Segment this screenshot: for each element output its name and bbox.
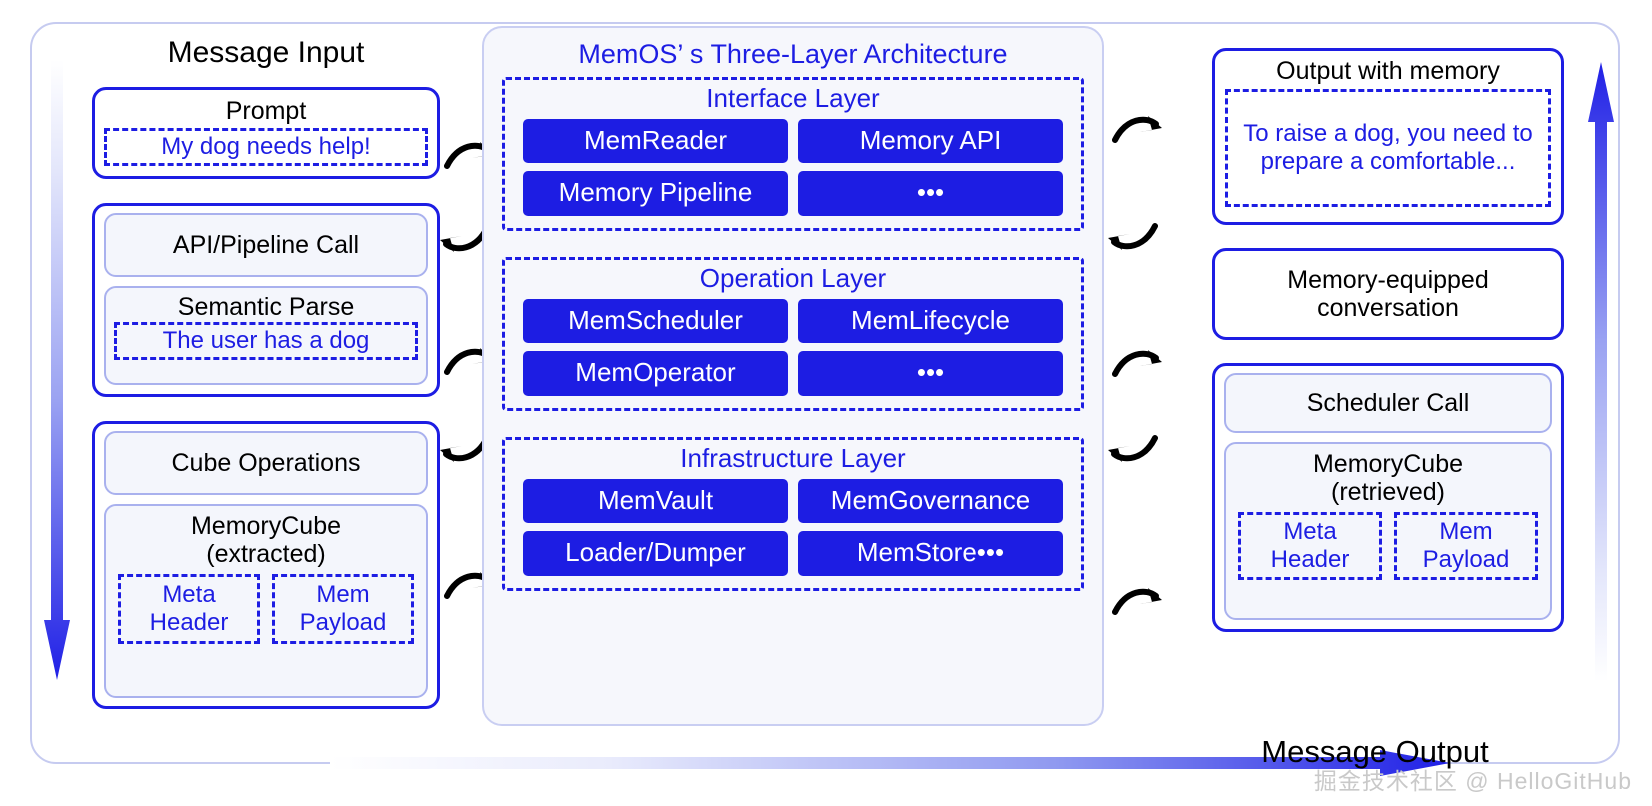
memorycube-retrieved-title-line2: (retrieved)	[1331, 478, 1445, 506]
interface-layer-box: Interface Layer MemReader Memory API Mem…	[502, 76, 1084, 231]
cube-operations-label: Cube Operations	[171, 449, 361, 477]
scheduler-call-label: Scheduler Call	[1306, 389, 1470, 417]
semantic-parse-card[interactable]: API/Pipeline Call Semantic Parse The use…	[92, 203, 440, 397]
chip-memreader[interactable]: MemReader	[523, 118, 788, 164]
chip-memvault[interactable]: MemVault	[523, 478, 788, 524]
cube-operations-card[interactable]: Cube Operations MemoryCube (extracted) M…	[92, 421, 440, 709]
semantic-parse-subcard[interactable]: Semantic Parse The user has a dog	[104, 286, 428, 385]
meta-header-box-extracted: Meta Header	[118, 574, 260, 644]
semantic-parse-content: The user has a dog	[114, 322, 418, 360]
chip-memory-api[interactable]: Memory API	[798, 118, 1063, 164]
memorycube-retrieved-title-line1: MemoryCube	[1312, 450, 1464, 478]
prompt-card[interactable]: Prompt My dog needs help!	[92, 87, 440, 179]
chip-operation-more[interactable]: •••	[798, 351, 1063, 396]
rightward-flow-arrow-icon	[330, 750, 1450, 776]
architecture-title: MemOS’ s Three-Layer Architecture	[578, 39, 1008, 69]
meta-header-retrieved-line2: Header	[1270, 545, 1350, 573]
cube-operations-subcard[interactable]: Cube Operations	[104, 431, 428, 495]
connector-arrow-operation-to-conversation	[1112, 344, 1166, 389]
memorycube-retrieved-parts: Meta Header Mem Payload	[1238, 512, 1538, 580]
connector-arrow-conversation-to-interface	[1104, 216, 1158, 261]
message-input-title: Message Input	[167, 36, 365, 69]
infrastructure-layer-name: Infrastructure Layer	[680, 442, 906, 473]
message-input-column: Message Input Prompt My dog needs help! …	[92, 36, 440, 709]
memory-equipped-conversation-line1: Memory-equipped	[1287, 266, 1489, 294]
chip-memgovernance[interactable]: MemGovernance	[798, 478, 1063, 524]
api-pipeline-call-subcard[interactable]: API/Pipeline Call	[104, 213, 428, 277]
chip-memstore[interactable]: MemStore•••	[798, 531, 1063, 576]
interface-layer-name: Interface Layer	[706, 82, 880, 113]
meta-header-line2: Header	[149, 608, 229, 636]
scheduler-call-subcard[interactable]: Scheduler Call	[1224, 373, 1552, 433]
chip-loader-dumper[interactable]: Loader/Dumper	[523, 531, 788, 576]
api-pipeline-call-label: API/Pipeline Call	[172, 231, 360, 259]
mem-payload-box-retrieved: Mem Payload	[1394, 512, 1538, 580]
memorycube-extracted-parts: Meta Header Mem Payload	[118, 574, 414, 644]
watermark: 掘金技术社区 @ HelloGitHub	[1313, 768, 1632, 794]
memory-equipped-conversation-line2: conversation	[1317, 294, 1459, 322]
operation-layer-box: Operation Layer MemScheduler MemLifecycl…	[502, 256, 1084, 411]
connector-arrow-scheduler-to-operation	[1104, 428, 1158, 473]
connector-arrow-interface-to-output	[1112, 110, 1166, 155]
scheduler-call-card[interactable]: Scheduler Call MemoryCube (retrieved) Me…	[1212, 363, 1564, 632]
prompt-card-title: Prompt	[225, 97, 307, 125]
mem-payload-box-extracted: Mem Payload	[272, 574, 414, 644]
interface-layer-chips: MemReader Memory API Memory Pipeline •••	[523, 118, 1063, 216]
output-with-memory-card[interactable]: Output with memory To raise a dog, you n…	[1212, 48, 1564, 225]
downward-flow-arrow-icon	[44, 60, 70, 680]
memorycube-extracted-subcard[interactable]: MemoryCube (extracted) Meta Header Mem P…	[104, 504, 428, 698]
operation-layer-name: Operation Layer	[699, 262, 887, 293]
meta-header-line1: Meta	[162, 581, 216, 608]
semantic-parse-label: Semantic Parse	[177, 293, 355, 321]
meta-header-retrieved-line1: Meta	[1283, 518, 1337, 545]
chip-interface-more[interactable]: •••	[798, 171, 1063, 216]
output-with-memory-title: Output with memory	[1276, 57, 1500, 85]
chip-memory-pipeline[interactable]: Memory Pipeline	[523, 171, 788, 216]
connector-arrow-infrastructure-to-memorycube	[1112, 582, 1166, 627]
chip-memoperator[interactable]: MemOperator	[523, 351, 788, 396]
mem-payload-retrieved-line1: Mem	[1439, 518, 1493, 545]
chip-memlifecycle[interactable]: MemLifecycle	[798, 298, 1063, 344]
architecture-panel: MemOS’ s Three-Layer Architecture Interf…	[482, 26, 1104, 726]
meta-header-box-retrieved: Meta Header	[1238, 512, 1382, 580]
message-output-title: Message Output	[1261, 734, 1489, 769]
infrastructure-layer-box: Infrastructure Layer MemVault MemGoverna…	[502, 436, 1084, 591]
memorycube-extracted-title-line2: (extracted)	[206, 540, 326, 568]
memory-equipped-conversation-card[interactable]: Memory-equipped conversation	[1212, 248, 1564, 340]
message-output-column: Output with memory To raise a dog, you n…	[1212, 48, 1564, 632]
mem-payload-retrieved-line2: Payload	[1422, 545, 1510, 573]
output-with-memory-content: To raise a dog, you need to prepare a co…	[1225, 89, 1551, 207]
infrastructure-layer-chips: MemVault MemGovernance Loader/Dumper Mem…	[523, 478, 1063, 576]
memorycube-retrieved-subcard[interactable]: MemoryCube (retrieved) Meta Header Mem P…	[1224, 442, 1552, 620]
chip-memscheduler[interactable]: MemScheduler	[523, 298, 788, 344]
operation-layer-chips: MemScheduler MemLifecycle MemOperator ••…	[523, 298, 1063, 396]
memorycube-extracted-title-line1: MemoryCube	[190, 512, 342, 540]
upward-flow-arrow-icon	[1588, 62, 1614, 682]
prompt-card-content: My dog needs help!	[104, 128, 428, 166]
mem-payload-line2: Payload	[299, 608, 387, 636]
mem-payload-line1: Mem	[316, 581, 370, 608]
